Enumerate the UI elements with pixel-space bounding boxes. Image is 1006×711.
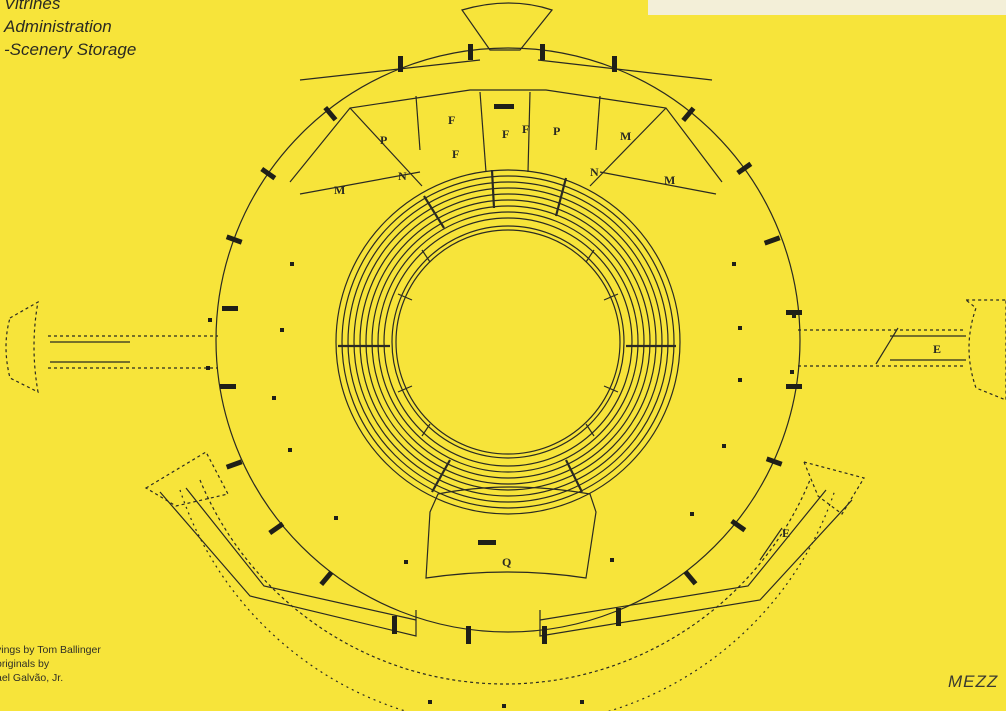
room-label-f-top-left: F bbox=[448, 113, 455, 127]
room-label-n-right: N bbox=[590, 165, 599, 179]
south-room-outline bbox=[425, 486, 597, 579]
credits-line-3: ael Galvão, Jr. bbox=[0, 672, 64, 684]
room-label-n-left: N bbox=[398, 169, 407, 183]
stage-ring bbox=[395, 229, 621, 455]
legend: Vitrines Administration -Scenery Storage bbox=[4, 0, 136, 61]
west-bridge bbox=[5, 300, 218, 394]
foyer-partitions bbox=[397, 249, 619, 437]
east-bridge bbox=[798, 299, 1006, 401]
room-label-f-mid-left: F bbox=[452, 147, 459, 161]
room-label-e-east: E bbox=[933, 342, 941, 356]
room-label-m-left: M bbox=[334, 183, 345, 197]
room-label-p-left: P bbox=[380, 133, 387, 147]
sheet-title: MEZZ bbox=[948, 672, 999, 691]
outer-wall bbox=[215, 47, 801, 633]
legend-item-administration: Administration bbox=[4, 17, 112, 36]
room-label-q-south: Q bbox=[502, 555, 511, 569]
drawing-credits: vings by Tom Ballinger originals by ael … bbox=[0, 643, 101, 685]
room-label-m-right: M bbox=[664, 173, 675, 187]
north-service-block bbox=[289, 2, 723, 195]
room-labels: M P F F F F P M M N N E E Q bbox=[334, 113, 941, 569]
aisle-hatching bbox=[338, 169, 676, 493]
legend-partial-top: Vitrines bbox=[4, 0, 61, 13]
room-label-m-top-right: M bbox=[620, 129, 631, 143]
structural-columns bbox=[220, 44, 802, 644]
south-dashed-perimeter bbox=[199, 479, 811, 685]
legend-item-scenery-storage: -Scenery Storage bbox=[4, 40, 137, 59]
south-wings bbox=[144, 451, 865, 637]
point-columns bbox=[206, 262, 796, 708]
room-label-f-center: F bbox=[502, 127, 509, 141]
corner-panel bbox=[648, 0, 1006, 15]
seating-rings bbox=[335, 169, 681, 515]
plan-linework bbox=[5, 2, 1006, 711]
south-outer-perimeter bbox=[179, 489, 836, 711]
room-label-e-southeast: E bbox=[782, 526, 790, 540]
room-label-f-right: F bbox=[522, 122, 529, 136]
credits-line-1: vings by Tom Ballinger bbox=[0, 644, 101, 656]
credits-line-2: originals by bbox=[0, 658, 50, 670]
room-label-p-right: P bbox=[553, 124, 560, 138]
ring-corridor bbox=[391, 225, 625, 459]
